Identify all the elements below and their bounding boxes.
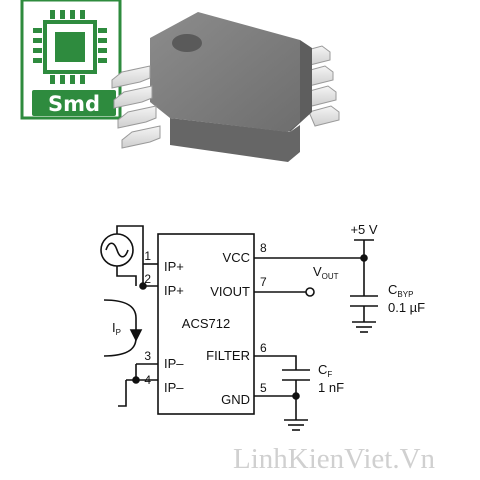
junction-vcc (360, 254, 368, 262)
pin-label-8: VCC (223, 250, 250, 265)
cf-label: CF (318, 362, 332, 379)
logo-text: Smd (48, 92, 100, 116)
ground-icon-main (284, 419, 308, 431)
wire-filter (254, 355, 297, 370)
wire-source-bottom (116, 266, 137, 286)
pin-num-1: 1 (144, 249, 151, 263)
pin-num-3: 3 (144, 349, 151, 363)
pin-num-7: 7 (260, 275, 267, 289)
pin-num-8: 8 (260, 241, 267, 255)
ip-path-top (103, 299, 137, 319)
package-front (170, 118, 300, 162)
supply-label: +5 V (350, 222, 377, 237)
ic-name: ACS712 (182, 316, 230, 331)
ip-arrowhead-icon (129, 329, 143, 342)
cf-value: 1 nF (318, 380, 344, 395)
wire-source-top (116, 225, 158, 287)
cbyp-label: CBYP (388, 282, 413, 299)
pin1-dimple (172, 34, 202, 52)
schematic (100, 225, 378, 431)
smd-logo: Smd (20, 0, 122, 120)
vout-terminal (305, 287, 315, 297)
pin-label-1: IP+ (164, 259, 184, 274)
pin-label-7: VIOUT (210, 284, 250, 299)
wire-ip-minus-down (118, 380, 127, 407)
logo-text-band (32, 90, 116, 116)
pin-num-2: 2 (144, 272, 151, 286)
sine-icon (105, 242, 129, 258)
pin-num-4: 4 (144, 373, 151, 387)
ground-icon-cbyp (352, 321, 376, 333)
ip-label: IP (112, 320, 121, 337)
vout-label: VOUT (313, 264, 339, 281)
junction-gnd (292, 392, 300, 400)
pin-label-5: GND (221, 392, 250, 407)
junction-ip-plus (139, 282, 147, 290)
ip-path-bottom (103, 337, 137, 357)
pin-label-2: IP+ (164, 283, 184, 298)
package-top (150, 12, 300, 132)
chip-icon (33, 10, 107, 84)
pin-num-6: 6 (260, 341, 267, 355)
pin-label-6: FILTER (206, 348, 250, 363)
schematic-text: ACS712 1 2 3 4 5 6 7 8 IP+ IP+ IP– IP– G… (112, 222, 425, 407)
cbyp-value: 0.1 µF (388, 300, 425, 315)
watermark: LinhKienViet.Vn (233, 443, 436, 475)
pin-label-3: IP– (164, 356, 184, 371)
ic-box (157, 233, 255, 415)
pin-num-5: 5 (260, 381, 267, 395)
soic-package (111, 12, 340, 162)
left-leads (111, 65, 161, 149)
pin-label-4: IP– (164, 380, 184, 395)
junction-ip-minus (132, 376, 140, 384)
